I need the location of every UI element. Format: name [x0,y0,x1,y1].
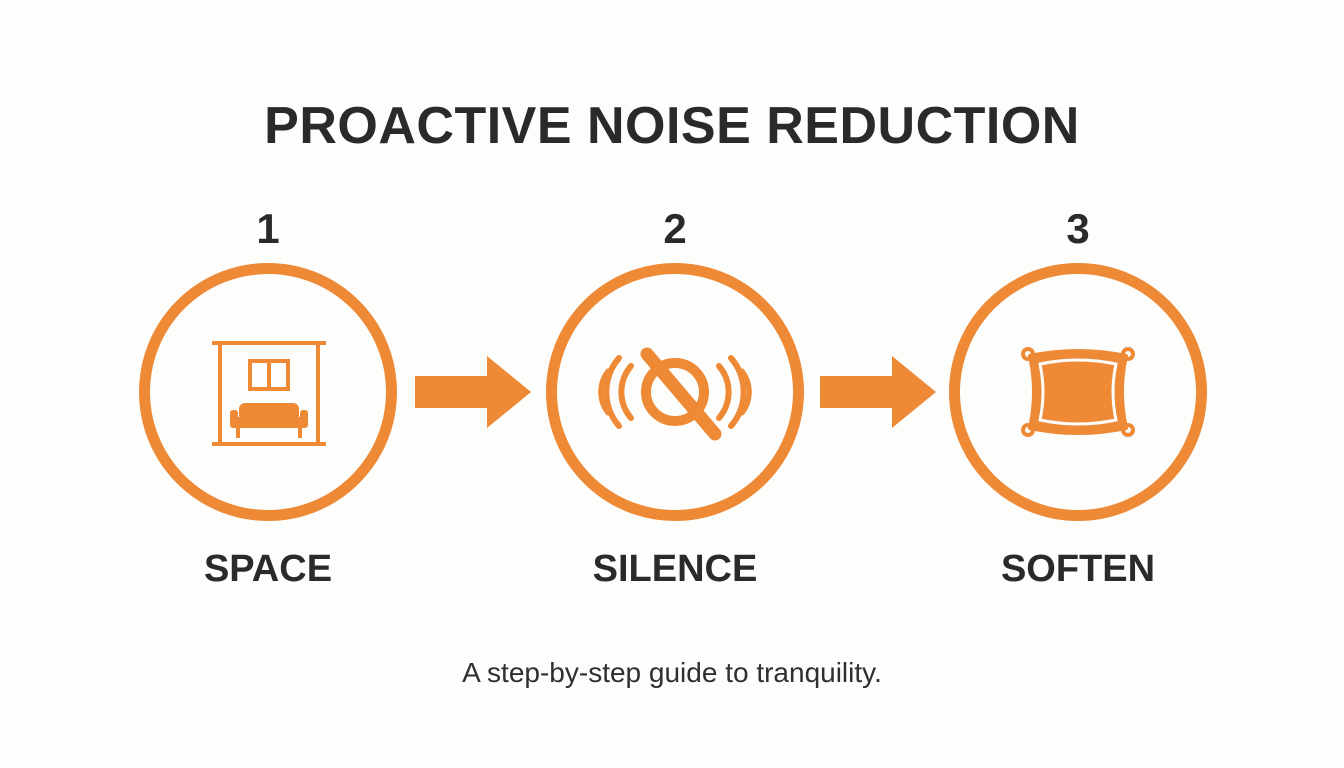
sound-muted-icon [598,347,752,441]
step-3-circle [949,263,1207,521]
step-3-label: SOFTEN [1000,548,1156,590]
room-furniture-icon [212,341,326,446]
diagram-subtitle: A step-by-step guide to tranquility. [462,657,882,688]
step-3-number: 3 [1066,205,1090,252]
step-1-circle [139,263,397,521]
step-2-circle [546,263,804,521]
step-2-label: SILENCE [592,548,758,590]
diagram-title: PROACTIVE NOISE REDUCTION [264,97,1080,155]
step-1-number: 1 [256,205,280,252]
pillow-icon [1021,347,1135,437]
step-1-label: SPACE [203,548,333,590]
arrow-right-icon [415,356,531,428]
arrow-right-icon [820,356,936,428]
step-2-number: 2 [663,205,687,252]
